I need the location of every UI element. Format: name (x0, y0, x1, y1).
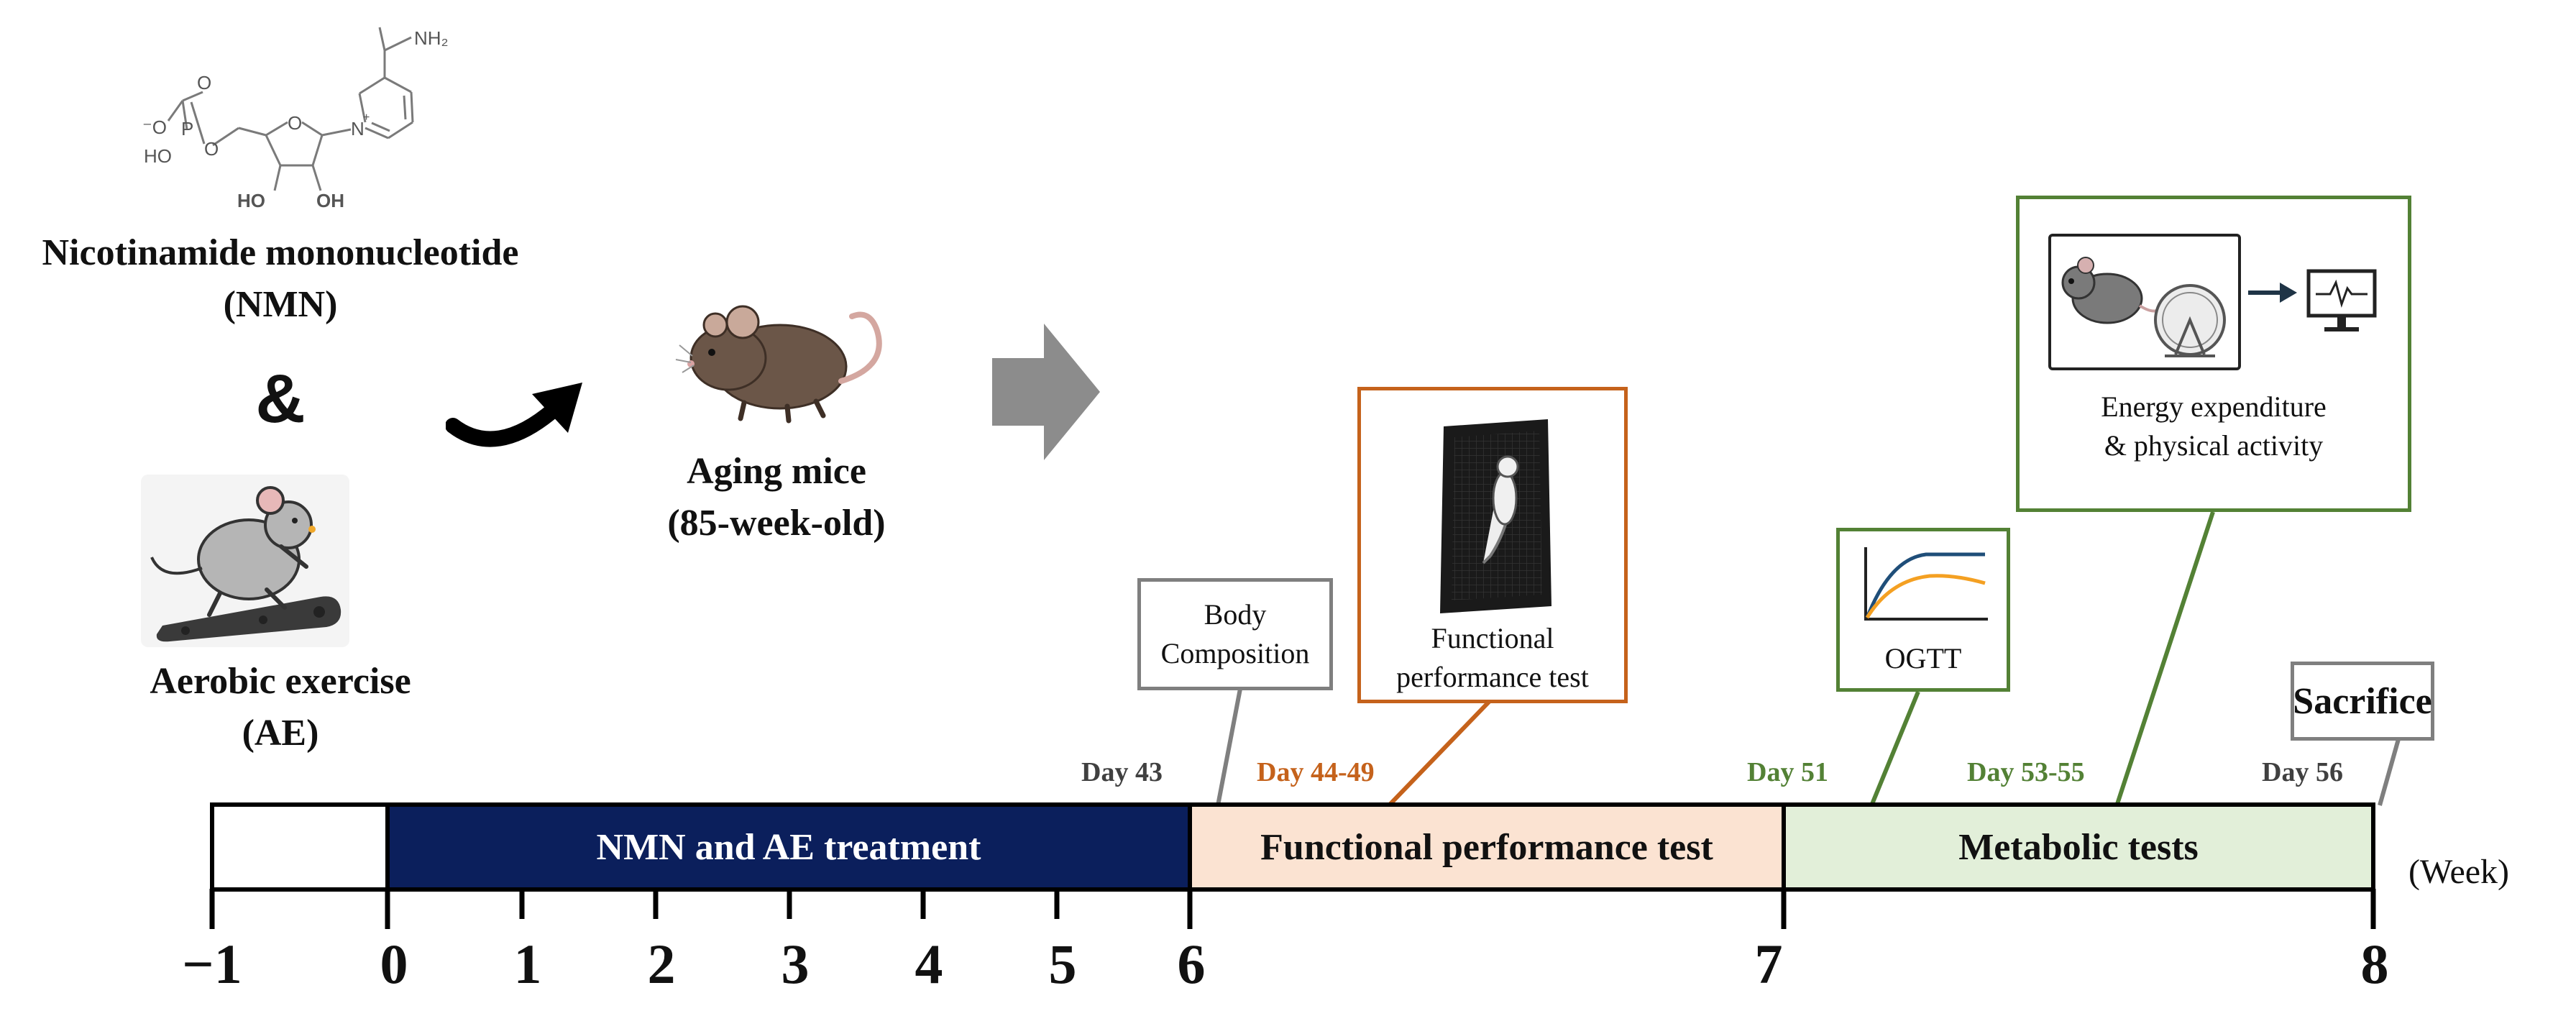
o-ring-label: O (288, 112, 302, 134)
week-unit-label: (Week) (2408, 853, 2510, 891)
sacrifice-box: Sacrifice (2291, 662, 2434, 741)
mice-label-line2: (85-week-old) (667, 503, 886, 544)
glucose-curve-icon (1864, 547, 1988, 621)
segment-functional: Functional performance test (1188, 802, 1786, 892)
segment-baseline (210, 802, 390, 892)
monitor-icon (2306, 269, 2377, 331)
right-arrow-icon (2248, 283, 2297, 303)
day-53-55-label: Day 53-55 (1967, 757, 2085, 787)
aging-mouse-icon (675, 305, 882, 424)
o-minus-label: ⁻O (142, 116, 167, 138)
n-plus-label: N (351, 118, 365, 139)
tick-label-5: 5 (1048, 933, 1077, 995)
curved-arrow-icon (446, 383, 582, 447)
cage-mouse-icon (2061, 257, 2226, 357)
energy-box: Energy expenditure & physical activity (2016, 196, 2411, 512)
compound-name: Nicotinamide mononucleotide (NMN) (0, 227, 561, 331)
day-51-label: Day 51 (1747, 757, 1828, 787)
energy-callout-line2: & physical activity (2104, 429, 2324, 462)
tick-label-2: 2 (647, 933, 676, 995)
tick-label-4: 4 (915, 933, 943, 995)
segment-functional-label: Functional performance test (1260, 826, 1713, 868)
plus-label: + (363, 111, 370, 124)
o-link-label: O (204, 138, 219, 160)
body-composition-box: Body Composition (1137, 578, 1333, 690)
body-composition-line2: Composition (1160, 637, 1310, 669)
body-composition-line1: Body (1204, 598, 1267, 631)
day-56-label: Day 56 (2262, 757, 2343, 787)
tick-label-6: 6 (1177, 933, 1206, 995)
metabolic-cage (2048, 234, 2241, 370)
mice-label: Aging mice (85-week-old) (590, 446, 963, 549)
grip-grid-icon (1440, 419, 1551, 613)
p-label: P (181, 118, 193, 139)
ogtt-box: OGTT (1836, 528, 2010, 692)
functional-callout-line1: Functional (1431, 622, 1554, 654)
mice-label-line1: Aging mice (687, 451, 866, 492)
day-43-label: Day 43 (1081, 757, 1163, 787)
exercise-name-line1: Aerobic exercise (150, 661, 411, 702)
segment-metabolic: Metabolic tests (1782, 802, 2375, 892)
tick-label-0: 0 (380, 933, 408, 995)
ogtt-label: OGTT (1884, 642, 1962, 674)
tick-label-m1: −1 (182, 933, 242, 995)
treadmill-mouse-icon (141, 475, 349, 647)
functional-test-box: Functional performance test (1357, 387, 1628, 703)
ho-label: HO (237, 190, 265, 211)
sacrifice-label: Sacrifice (2293, 680, 2432, 722)
tick-label-1: 1 (513, 933, 542, 995)
ho-p-label: HO (144, 145, 172, 167)
functional-callout-line2: performance test (1396, 661, 1589, 693)
day-44-49-label: Day 44-49 (1257, 757, 1375, 787)
exercise-name: Aerobic exercise (AE) (58, 656, 503, 759)
compound-name-line2: (NMN) (223, 284, 338, 325)
segment-metabolic-label: Metabolic tests (1958, 826, 2199, 868)
nh2-label: NH₂ (414, 27, 449, 49)
tick-label-3: 3 (781, 933, 810, 995)
big-arrow-icon (992, 324, 1100, 460)
oh-label: OH (316, 190, 344, 211)
o-top-label: O (197, 72, 211, 93)
energy-callout-line1: Energy expenditure (2101, 390, 2327, 423)
tick-label-8: 8 (2360, 933, 2389, 995)
nmn-structure: NH₂ ⁻O O P O HO O N + HO OH (142, 27, 449, 211)
compound-name-line1: Nicotinamide mononucleotide (42, 232, 519, 273)
exercise-name-line2: (AE) (242, 713, 319, 754)
segment-treatment-label: NMN and AE treatment (596, 826, 981, 868)
ampersand: & (255, 360, 306, 437)
tick-label-7: 7 (1754, 933, 1783, 995)
